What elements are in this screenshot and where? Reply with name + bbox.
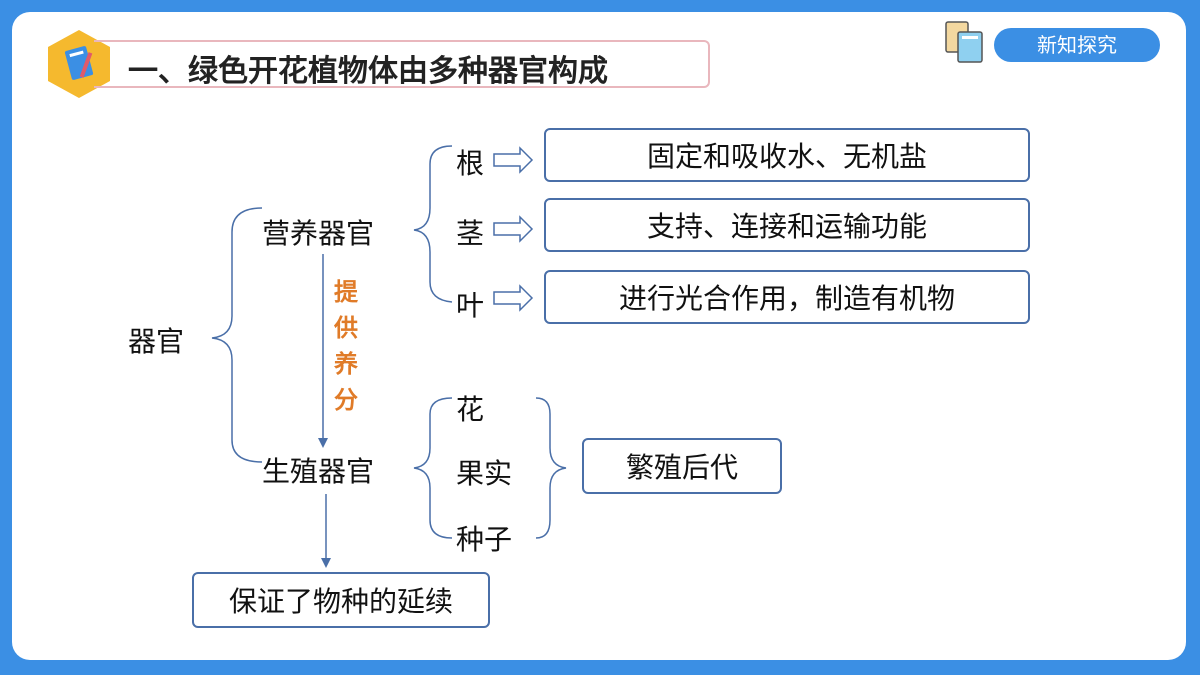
organ-seed: 种子 xyxy=(456,523,513,556)
vegetative-organ-label: 营养器官 xyxy=(262,217,375,250)
function-root-box: 固定和吸收水、无机盐 xyxy=(544,128,1030,182)
books-icon xyxy=(944,20,986,64)
hollow-arrow-stem xyxy=(493,215,534,243)
function-leaf-box: 进行光合作用，制造有机物 xyxy=(544,270,1030,324)
supply-arrowhead xyxy=(318,438,328,448)
veg-brace xyxy=(413,145,453,303)
reproductive-organ-label: 生殖器官 xyxy=(262,455,375,488)
organ-fruit: 果实 xyxy=(456,457,513,490)
root-label: 器官 xyxy=(128,325,185,358)
rep-brace-left xyxy=(413,397,453,539)
hollow-arrow-root xyxy=(493,146,534,174)
continue-arrowhead xyxy=(321,558,331,568)
organ-flower: 花 xyxy=(456,393,485,426)
section-badge[interactable]: 新知探究 xyxy=(994,28,1160,62)
rep-brace-right xyxy=(535,397,567,539)
supply-nutrients-label: 提 供 养 分 xyxy=(334,277,358,414)
organ-root: 根 xyxy=(456,147,485,180)
organ-leaf: 叶 xyxy=(456,289,485,322)
page-title: 一、绿色开花植物体由多种器官构成 xyxy=(128,54,608,89)
slide-canvas xyxy=(12,12,1186,660)
root-brace xyxy=(211,207,263,463)
organ-stem: 茎 xyxy=(456,217,485,250)
function-stem-box: 支持、连接和运输功能 xyxy=(544,198,1030,252)
conclusion-box: 保证了物种的延续 xyxy=(192,572,490,628)
reproduction-box: 繁殖后代 xyxy=(582,438,782,494)
hollow-arrow-leaf xyxy=(493,284,534,312)
title-frame xyxy=(94,40,710,88)
